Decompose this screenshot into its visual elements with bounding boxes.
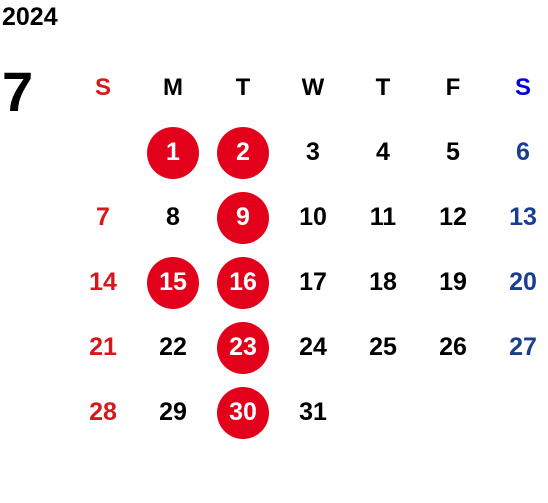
day-cell-5: 5 <box>446 138 460 166</box>
empty-day-cell <box>348 380 418 445</box>
year-label: 2024 <box>2 3 58 31</box>
day-cell-25: 25 <box>369 333 397 361</box>
day-cell-28: 28 <box>89 398 117 426</box>
empty-day-cell <box>68 120 138 185</box>
day-cell-20: 20 <box>509 268 537 296</box>
day-cell-12: 12 <box>439 203 467 231</box>
day-cell-22: 22 <box>159 333 187 361</box>
day-cell-29: 29 <box>159 398 187 426</box>
month-label: 7 <box>2 60 34 123</box>
day-cell-1: 1 <box>138 120 208 185</box>
day-cell-23: 23 <box>208 315 278 380</box>
empty-day-cell <box>418 380 488 445</box>
day-cell-9: 9 <box>208 185 278 250</box>
highlighted-day-marker: 2 <box>217 126 269 179</box>
weekday-header-sunday: S <box>94 73 111 101</box>
day-cell-15: 15 <box>138 250 208 315</box>
day-cell-17: 17 <box>299 268 327 296</box>
day-cell-30: 30 <box>208 380 278 445</box>
highlighted-day-marker: 30 <box>217 386 269 439</box>
weekday-header-wednesday: W <box>301 73 325 101</box>
weekday-header-saturday: S <box>514 73 531 101</box>
day-cell-11: 11 <box>369 203 397 231</box>
highlighted-day-marker: 9 <box>217 191 269 244</box>
day-cell-6: 6 <box>516 138 530 166</box>
weekday-header-friday: F <box>445 73 461 101</box>
weekday-header-tuesday: T <box>235 73 251 101</box>
day-cell-10: 10 <box>299 203 327 231</box>
empty-day-cell <box>488 380 548 445</box>
day-cell-8: 8 <box>166 203 180 231</box>
day-cell-16: 16 <box>208 250 278 315</box>
day-cell-21: 21 <box>89 333 117 361</box>
day-cell-26: 26 <box>439 333 467 361</box>
day-cell-14: 14 <box>89 268 117 296</box>
highlighted-day-marker: 16 <box>217 256 269 309</box>
highlighted-day-marker: 23 <box>217 321 269 374</box>
highlighted-day-marker: 1 <box>147 126 199 179</box>
day-cell-7: 7 <box>96 203 110 231</box>
highlighted-day-marker: 15 <box>147 256 199 309</box>
day-cell-24: 24 <box>299 333 327 361</box>
day-cell-3: 3 <box>306 138 320 166</box>
day-cell-2: 2 <box>208 120 278 185</box>
day-cell-27: 27 <box>509 333 537 361</box>
day-cell-18: 18 <box>369 268 397 296</box>
day-cell-4: 4 <box>376 138 390 166</box>
day-cell-31: 31 <box>299 398 327 426</box>
day-cell-13: 13 <box>509 203 537 231</box>
weekday-header-monday: M <box>163 73 183 101</box>
weekday-header-thursday: T <box>375 73 391 101</box>
day-cell-19: 19 <box>439 268 467 296</box>
